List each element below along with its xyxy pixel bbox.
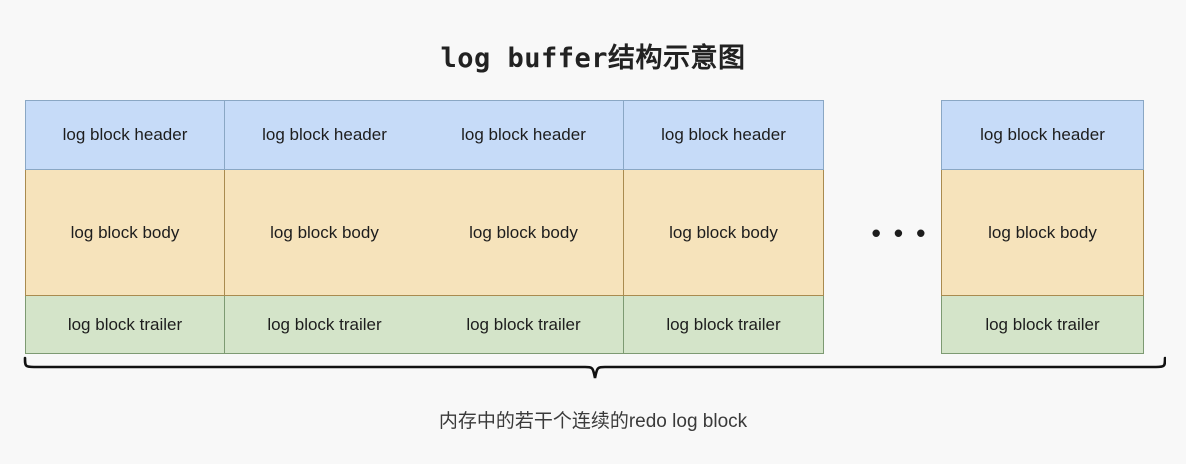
log-block-3: log block header log block body log bloc…: [424, 100, 624, 354]
log-block-trailer-cell: log block trailer: [225, 296, 425, 354]
log-block-last: log block header log block body log bloc…: [941, 100, 1144, 354]
log-block-body-cell: log block body: [225, 170, 425, 296]
log-block-header-cell: log block header: [624, 100, 824, 170]
log-block-4: log block header log block body log bloc…: [624, 100, 824, 354]
log-block-trailer-cell: log block trailer: [624, 296, 824, 354]
log-block-header-cell: log block header: [225, 100, 425, 170]
log-block-trailer-cell: log block trailer: [941, 296, 1144, 354]
log-block-2: log block header log block body log bloc…: [225, 100, 425, 354]
log-block-trailer-cell: log block trailer: [424, 296, 624, 354]
log-block-trailer-cell: log block trailer: [25, 296, 225, 354]
log-block-body-cell: log block body: [25, 170, 225, 296]
log-block-header-cell: log block header: [941, 100, 1144, 170]
log-block-body-cell: log block body: [424, 170, 624, 296]
log-block-1: log block header log block body log bloc…: [25, 100, 225, 354]
log-block-header-cell: log block header: [424, 100, 624, 170]
diagram-caption: 内存中的若干个连续的redo log block: [438, 411, 748, 432]
span-brace-icon: [23, 356, 1166, 379]
log-block-header-cell: log block header: [25, 100, 225, 170]
ellipsis-separator: • • •: [871, 218, 929, 248]
log-block-body-cell: log block body: [624, 170, 824, 296]
log-block-body-cell: log block body: [941, 170, 1144, 296]
diagram-title: log buffer结构示意图: [440, 43, 746, 74]
